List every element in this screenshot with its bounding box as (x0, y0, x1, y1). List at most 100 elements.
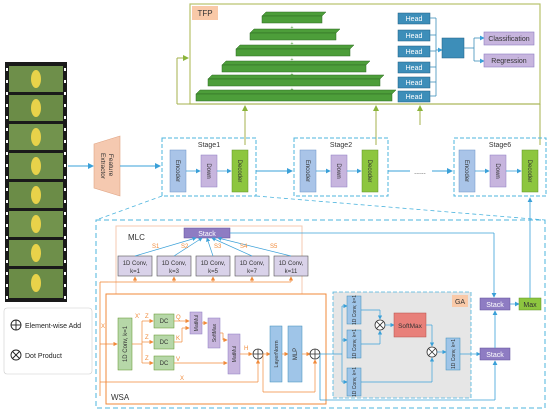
add-circle-icon (252, 348, 264, 360)
block-detail-frame (95, 219, 546, 409)
wsa-x-label: X (101, 324, 105, 330)
svg-text:+: + (291, 25, 294, 31)
encoder-label: Encoder (304, 160, 310, 182)
stage-ellipsis: ...... (414, 169, 426, 176)
mlc-s-label: S4 (240, 244, 248, 250)
mlc-conv-label: 1D Conv, (201, 261, 226, 267)
mlc-kernel-label: k=5 (208, 269, 219, 275)
stage2-label: Stage2 (330, 142, 352, 149)
mlc-s-label: S3 (214, 244, 222, 250)
ga-title: GA (455, 299, 465, 306)
head-label: Head (406, 33, 423, 40)
feature-extractor: Feature Extractor (93, 135, 121, 197)
ga-conv-label: 1D Conv, k=1 (451, 339, 457, 369)
pyramid (195, 11, 397, 102)
wsa-k-label: K (176, 336, 180, 342)
head-block-5 (397, 76, 431, 89)
down-label: Down (205, 163, 211, 178)
wsa-h-label: H (244, 346, 248, 352)
classification-block (483, 31, 535, 46)
add-legend-icon (10, 319, 22, 331)
wsa-q-label: Q (176, 315, 181, 321)
mlc-s-label: S5 (270, 244, 278, 250)
ga-conv-label: 1D Conv, k=1 (352, 329, 358, 359)
wsa-matmul-label: MatMul (232, 346, 238, 362)
dot-circle-icon (426, 346, 438, 358)
wsa-matmul-label: MatMul (194, 315, 200, 331)
dot-legend-icon (10, 349, 22, 361)
frame-strip (6, 66, 66, 299)
feature-extractor-line1: Feature (107, 154, 114, 177)
video-frames (5, 62, 67, 302)
wsa-z-label: Z (145, 356, 149, 362)
head-label: Head (406, 16, 423, 23)
tfp-title: TFP (197, 9, 212, 18)
head-block-1 (397, 12, 431, 25)
right-stack-label: Stack (486, 352, 504, 359)
encoder-label: Encoder (463, 160, 469, 182)
mlc-title: MLC (128, 233, 145, 242)
head-block-2 (397, 29, 431, 42)
down-label: Down (494, 163, 500, 178)
wsa-dc-label: DC (160, 319, 169, 325)
head-blocks: Head Head Head Head Head Head (397, 12, 431, 103)
regression-block (483, 53, 535, 68)
head-label: Head (406, 80, 423, 87)
stage6: Stage6 Encoder Down Decoder (453, 137, 547, 197)
head-label: Head (406, 94, 423, 101)
svg-text:Feature Extractor: Feature Extractor (99, 153, 114, 180)
tfp-module: TFP + + + + + Head Head Head Head (189, 3, 541, 105)
decoder-label: Decoder (526, 160, 532, 183)
wsa-conv-label: 1D Conv, k=1 (123, 325, 129, 362)
wsa-z-label: Z (145, 335, 149, 341)
right-max-label: Max (523, 302, 537, 309)
right-stack-label: Stack (486, 302, 504, 309)
legend-add-label: Element-wise Add (25, 323, 81, 330)
regression-label: Regression (491, 58, 527, 65)
decoder-label: Decoder (236, 160, 242, 183)
right-blocks: Stack Max Stack (319, 197, 542, 401)
wsa-softmax-label: SoftMax (212, 323, 218, 342)
encoder-label: Encoder (174, 160, 180, 182)
head-label: Head (406, 65, 423, 72)
down-label: Down (335, 163, 341, 178)
svg-text:+: + (291, 41, 294, 47)
legend: Element-wise Add Dot Product (3, 307, 93, 375)
ga-conv-label: 1D Conv, k=1 (352, 367, 358, 397)
ga-module: GA 1D Conv, k=1 1D Conv, k=1 1D Conv, k=… (320, 291, 481, 399)
mlc-conv-label: 1D Conv, (123, 261, 148, 267)
wsa-dc-label: DC (160, 361, 169, 367)
mlc-kernel-label: k=1 (130, 269, 141, 275)
stage1: Stage1 Encoder Down Decoder (161, 137, 257, 197)
stage2: Stage2 Encoder Down Decoder (293, 137, 389, 197)
decoder-label: Decoder (366, 160, 372, 183)
mlc-kernel-label: k=11 (285, 269, 298, 275)
svg-text:+: + (291, 87, 294, 93)
wsa-mlp-label: MLP (293, 348, 299, 360)
ga-softmax-label: SoftMax (398, 323, 423, 330)
stage6-label: Stage6 (489, 142, 511, 149)
head-block-3 (397, 45, 431, 58)
wsa-xprime-label: X' (135, 314, 140, 320)
add-circle-icon (309, 348, 321, 360)
wsa-z-label: Z (145, 314, 149, 320)
wsa-module: WSA X 1D Conv, k=1 DC DC DC X' Z Z Z Q K… (100, 293, 327, 405)
head-block-4 (397, 61, 431, 74)
stage1-label: Stage1 (198, 142, 220, 149)
mlc-conv-boxes (117, 255, 309, 277)
mlc-conv-label: 1D Conv, (162, 261, 187, 267)
wsa-x-label: X (180, 376, 184, 382)
wsa-layernorm-label: LayerNorm (274, 340, 280, 368)
ga-conv-label: 1D Conv, k=1 (352, 295, 358, 325)
mlc-s-label: S2 (181, 244, 189, 250)
legend-dot-label: Dot Product (25, 353, 62, 360)
mlc-conv-label: 1D Conv, (240, 261, 265, 267)
head-block-6 (397, 90, 431, 103)
svg-text:+: + (291, 72, 294, 78)
head-label: Head (406, 49, 423, 56)
dot-circle-icon (374, 319, 386, 331)
svg-text:+: + (291, 57, 294, 63)
mlc-conv-label: 1D Conv, (279, 261, 304, 267)
merge-block (441, 37, 465, 59)
mlc-stack-label: Stack (198, 231, 216, 238)
